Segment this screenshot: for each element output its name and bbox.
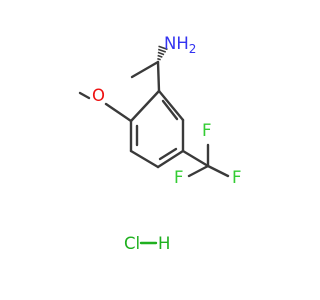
- heteroatom-bonds: [104, 102, 230, 245]
- amine-nh-text: NH: [164, 34, 189, 53]
- fluorine-right-label: F: [232, 168, 242, 187]
- atom-labels: NH2 O F F F Cl H: [92, 34, 242, 253]
- amine-label: NH2: [164, 34, 196, 56]
- fluorine-top-label: F: [202, 121, 212, 140]
- aromatic-double-bond-inner-1: [161, 99, 179, 121]
- hydrogen-label: H: [158, 234, 170, 253]
- methoxy-oxygen-label: O: [92, 86, 105, 105]
- stereo-hashed-wedge-bond: [157, 45, 168, 61]
- hashed-wedge-stroke: [157, 57, 161, 61]
- chloride-label: Cl: [124, 234, 140, 253]
- bond-ring-c6-c1: [129, 89, 161, 123]
- hashed-wedge-stroke: [157, 54, 163, 58]
- hashed-wedge-stroke: [158, 45, 168, 51]
- bond-cf3-to-fluorine-right: [206, 164, 230, 178]
- bond-cf3-to-fluorine-bottom: [187, 164, 210, 178]
- fluorine-bottom-label: F: [174, 168, 184, 187]
- bond-methoxy-methyl-to-oxygen: [78, 91, 91, 100]
- aromatic-double-bond-inner-2: [158, 147, 178, 161]
- bond-ring-c1-c2: [157, 89, 185, 122]
- bond-oxygen-to-ring: [104, 102, 133, 123]
- bond-chiral-carbon-to-ring: [156, 60, 161, 93]
- bond-ring-to-trifluoromethyl-carbon: [181, 149, 210, 168]
- bond-ring-c3-c4: [156, 149, 185, 169]
- hashed-wedge-stroke: [157, 51, 165, 56]
- hashed-wedge-stroke: [157, 48, 167, 53]
- amine-subscript-text: 2: [189, 42, 197, 56]
- carbon-skeleton: [78, 60, 210, 169]
- molecule-diagram: NH2 O F F F Cl H: [0, 0, 300, 300]
- background: [0, 0, 300, 300]
- bond-ring-c4-c5: [129, 149, 160, 169]
- bond-methyl-to-chiral-carbon: [130, 60, 160, 79]
